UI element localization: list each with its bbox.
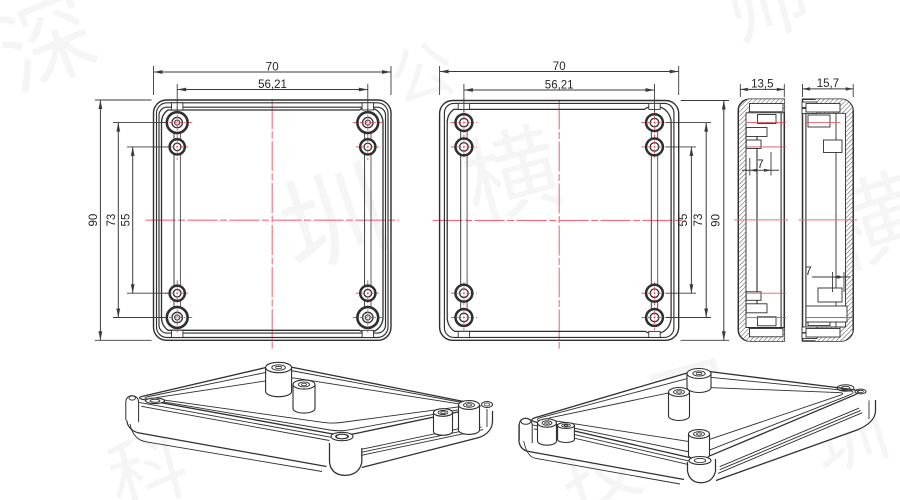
- svg-text:56,21: 56,21: [545, 79, 574, 91]
- svg-text:13,5: 13,5: [751, 79, 773, 91]
- svg-text:55: 55: [678, 214, 690, 227]
- svg-text:7: 7: [757, 159, 763, 171]
- svg-text:90: 90: [88, 214, 100, 227]
- svg-text:73: 73: [693, 214, 705, 227]
- svg-text:7: 7: [805, 266, 811, 278]
- svg-text:15,7: 15,7: [817, 78, 839, 90]
- svg-text:55: 55: [121, 214, 133, 227]
- svg-text:70: 70: [553, 61, 566, 73]
- svg-text:73: 73: [106, 214, 118, 227]
- svg-text:56,21: 56,21: [258, 79, 287, 91]
- svg-text:90: 90: [711, 214, 723, 227]
- svg-text:70: 70: [266, 61, 279, 73]
